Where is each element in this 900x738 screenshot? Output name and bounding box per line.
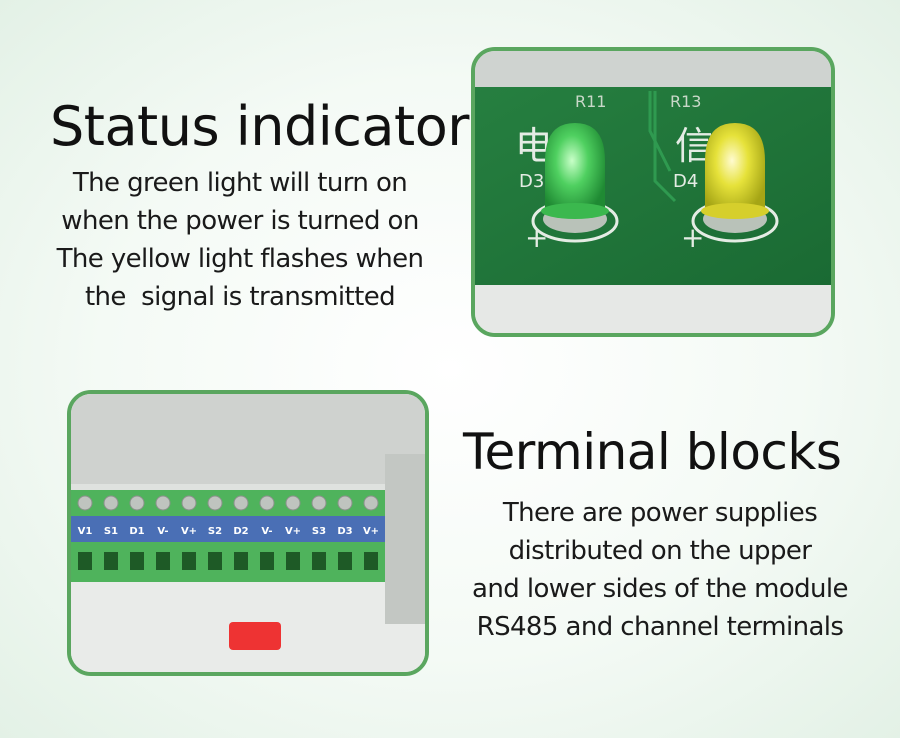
terminal-label: D1 [129,526,144,537]
terminal-screw [363,495,379,511]
terminal-strip-bottom [71,542,385,582]
terminal-label: S1 [104,526,118,537]
description-line: when the power is turned on [61,206,419,236]
terminal-screw [233,495,249,511]
status-indicator-description: The green light will turn on when the po… [20,164,460,316]
terminal-socket [338,552,352,570]
housing-bottom [475,285,831,333]
led-photo: R11 R13 电 信 D3 D4 + + [471,47,835,337]
description-line: There are power supplies [502,498,818,528]
description-line: the signal is transmitted [84,282,396,312]
terminal-label: D3 [337,526,352,537]
terminal-photo: V1 S1 D1 V- V+ S2 D2 V- V+ S3 D3 V+ [67,390,429,676]
plus-label: + [525,221,548,254]
terminal-socket [286,552,300,570]
terminal-screw [259,495,275,511]
terminal-socket [156,552,170,570]
terminal-screw [337,495,353,511]
description-line: The yellow light flashes when [56,244,424,274]
terminal-socket [130,552,144,570]
terminal-label: S3 [312,526,326,537]
description-line: The green light will turn on [72,168,408,198]
status-indicator-title: Status indicator [50,95,469,158]
terminal-socket [208,552,222,570]
terminal-blocks-title: Terminal blocks [463,423,842,481]
terminal-screw [311,495,327,511]
terminal-screw [129,495,145,511]
terminal-label: S2 [208,526,222,537]
housing-top [475,51,831,91]
terminal-socket [312,552,326,570]
red-release-tab [229,622,281,650]
terminal-socket [364,552,378,570]
resistor-label-r11: R11 [575,92,606,111]
terminal-label-strip [71,516,385,542]
terminal-screw [285,495,301,511]
terminal-socket [78,552,92,570]
terminal-strip-top [71,490,385,516]
diode-label-d3: D3 [519,171,544,192]
green-led [541,123,609,219]
terminal-label: V+ [363,526,379,537]
terminal-socket [234,552,248,570]
terminal-label: V1 [78,526,93,537]
terminal-label: D2 [233,526,248,537]
terminal-screw [77,495,93,511]
terminal-blocks-description: There are power supplies distributed on … [440,494,880,646]
pcb-board [475,87,831,287]
terminal-screw [155,495,171,511]
terminal-label: V+ [285,526,301,537]
terminal-screw [207,495,223,511]
terminal-label: V- [157,526,168,537]
terminal-label: V- [261,526,272,537]
yellow-led [701,123,769,219]
description-line: RS485 and channel terminals [476,612,844,642]
resistor-label-r13: R13 [670,92,701,111]
terminal-screw [181,495,197,511]
description-line: and lower sides of the module [472,574,849,604]
terminal-socket [260,552,274,570]
terminal-socket [182,552,196,570]
terminal-screw [103,495,119,511]
terminal-socket [104,552,118,570]
terminal-label: V+ [181,526,197,537]
description-line: distributed on the upper [508,536,812,566]
diode-label-d4: D4 [673,171,698,192]
